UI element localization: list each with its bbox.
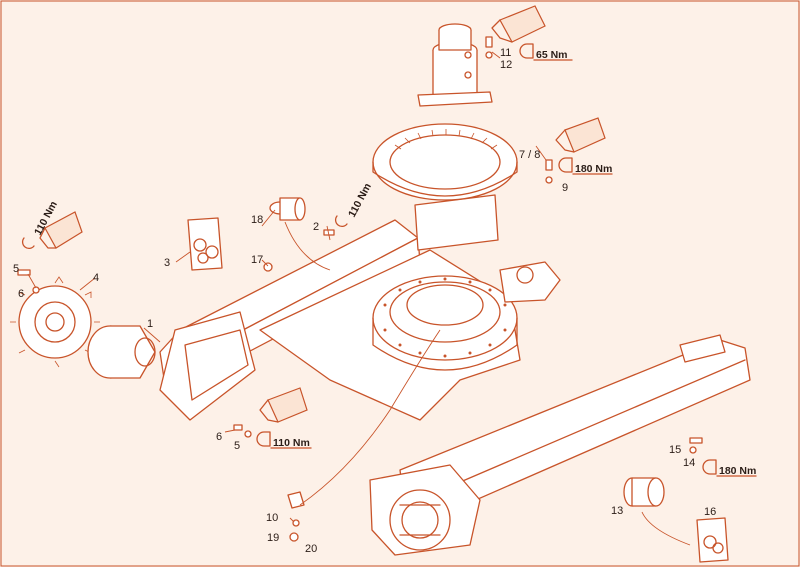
torque-label-65: 65 Nm	[536, 49, 568, 61]
callout-10: 10	[266, 512, 278, 524]
callouts: 1 2 3 4 5 6 7 / 8 9 10 11 12 13 14 15 16…	[13, 47, 716, 555]
callout-12: 12	[500, 59, 512, 71]
bolts	[17, 36, 703, 454]
grease-nipple-10	[287, 491, 305, 542]
callout-11: 11	[500, 47, 511, 59]
torque-underlines	[270, 59, 757, 477]
callout-19: 19	[267, 532, 279, 544]
callout-5-left: 5	[13, 263, 19, 275]
torque-wrench-icon	[21, 43, 717, 475]
seal-kit-bag-16	[696, 517, 729, 563]
callout-4: 4	[93, 272, 99, 284]
torque-label-180-bottom: 180 Nm	[719, 465, 756, 477]
callout-18: 18	[251, 214, 263, 226]
grease-tube-right	[555, 117, 606, 153]
callout-3: 3	[164, 257, 170, 269]
callout-9: 9	[562, 182, 568, 194]
callout-6-lower: 6	[216, 431, 222, 443]
torque-label-110-right: 110 Nm	[346, 181, 374, 219]
callout-14: 14	[683, 457, 695, 469]
undercarriage-frame	[159, 194, 751, 556]
callout-17: 17	[251, 254, 263, 266]
track-roller-13	[623, 477, 665, 507]
callout-1: 1	[147, 318, 153, 330]
callout-20: 20	[305, 543, 317, 555]
seal-kit-bag-3	[187, 217, 223, 271]
leader-lines	[27, 51, 691, 546]
torque-label-180-top: 180 Nm	[575, 163, 612, 175]
grease-tube-left	[39, 211, 83, 249]
slew-ring	[372, 123, 518, 201]
grease-tube-top	[491, 5, 546, 43]
grease-tube-bottom	[259, 387, 308, 423]
swivel-joint	[417, 23, 493, 107]
torque-label-110-bottom: 110 Nm	[273, 437, 310, 449]
callout-7-8: 7 / 8	[519, 149, 540, 161]
drive-sprocket	[10, 276, 100, 368]
callout-6-left: 6	[18, 288, 24, 300]
callout-2: 2	[313, 221, 319, 233]
callout-15: 15	[669, 444, 681, 456]
carrier-roller-18	[269, 197, 306, 221]
callout-5-lower: 5	[234, 440, 240, 452]
callout-16: 16	[704, 506, 716, 518]
travel-motor	[87, 325, 156, 379]
callout-13: 13	[611, 505, 623, 517]
